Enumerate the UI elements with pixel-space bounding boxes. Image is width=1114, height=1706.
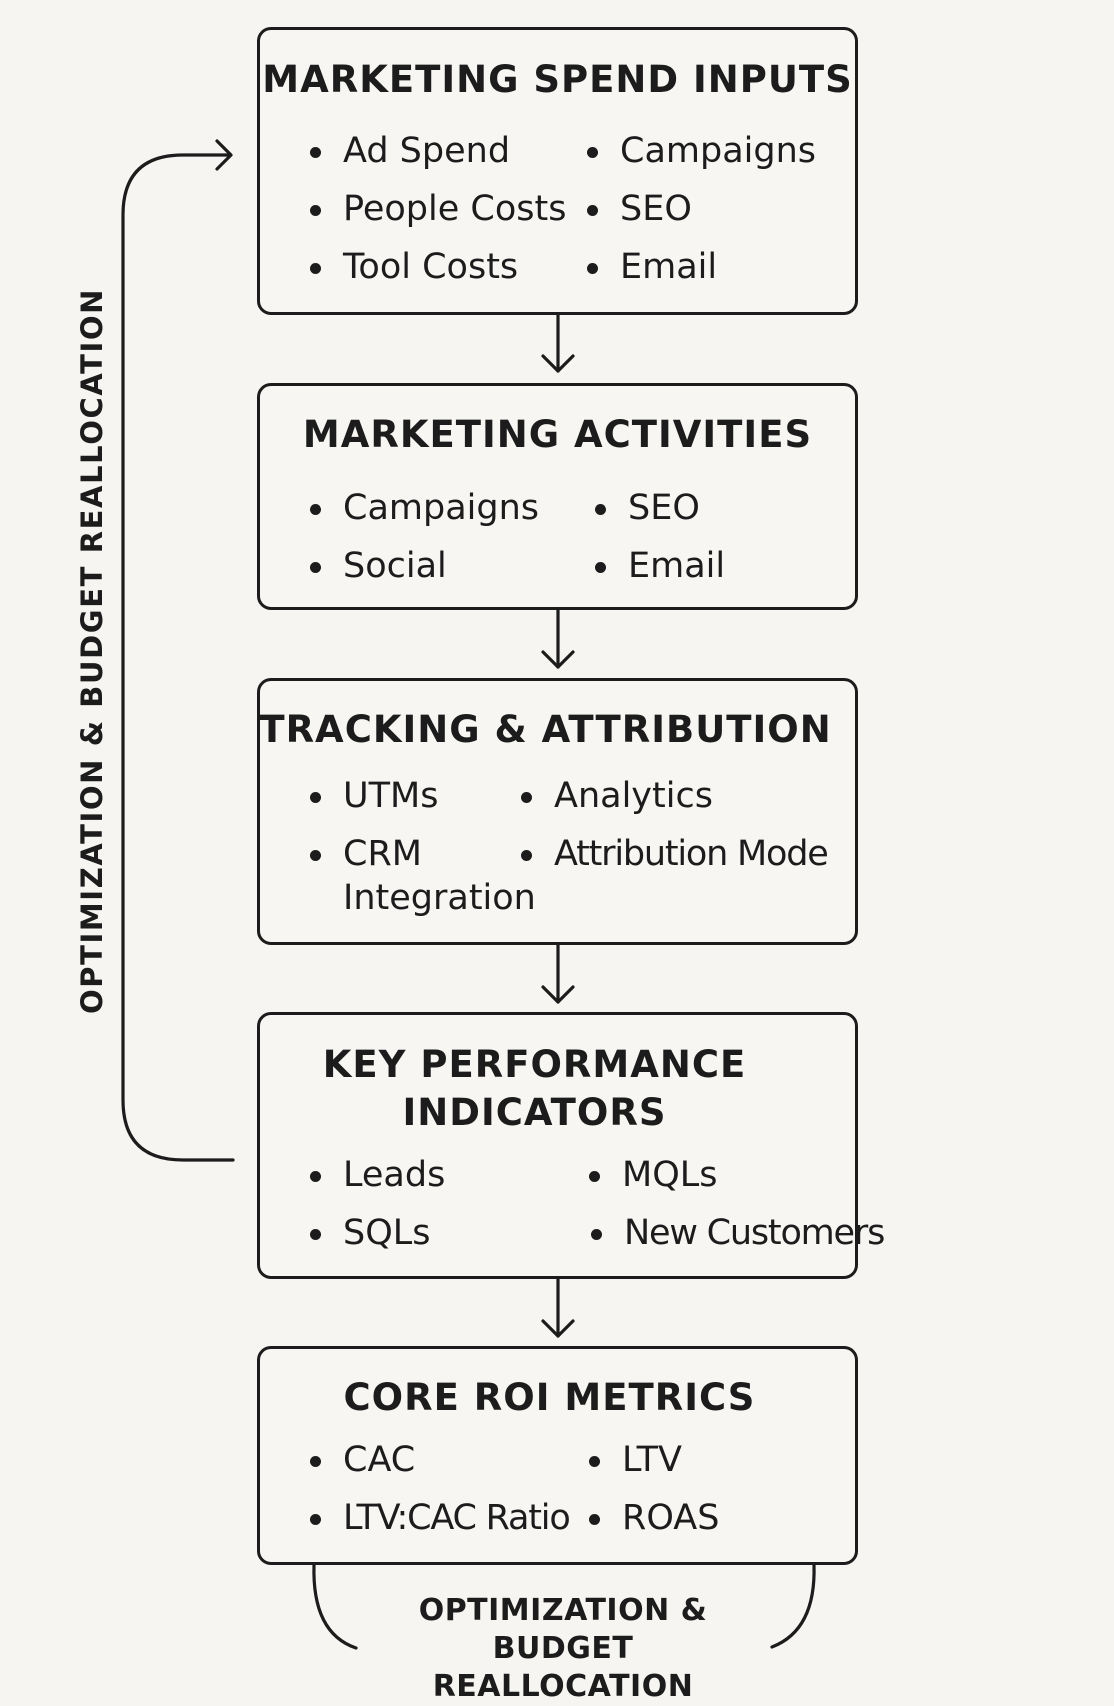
bottom-bracket-right <box>770 1563 816 1649</box>
feedback-label-bottom-line-1: OPTIMIZATION & <box>418 1593 708 1628</box>
list-item: LTV:CAC Ratio <box>310 1498 571 1538</box>
list-item: People Costs <box>309 189 567 229</box>
box-title-line-2: INDICATORS <box>402 1091 667 1134</box>
box-key-performance-indicators: KEY PERFORMANCE INDICATORS Leads MQLs SQ… <box>257 1012 885 1279</box>
list-item: CRM Integration <box>310 832 543 920</box>
list-item: CAC <box>309 1440 416 1480</box>
box-title: TRACKING & ATTRIBUTION <box>259 708 832 751</box>
flow-arrow-3 <box>541 943 575 1004</box>
list-item: LTV <box>588 1440 683 1480</box>
feedback-loop-arrow <box>121 153 235 1162</box>
list-item: Tool Costs <box>309 247 519 287</box>
box-title: MARKETING ACTIVITIES <box>302 413 813 456</box>
flow-arrow-4 <box>541 1277 575 1338</box>
box-marketing-spend-inputs: MARKETING SPEND INPUTS Ad Spend Campaign… <box>257 27 858 315</box>
list-item: SEO <box>587 189 692 229</box>
box-title-line-1: KEY PERFORMANCE <box>322 1043 747 1086</box>
list-item: SEO <box>595 488 700 528</box>
list-item: SQLs <box>310 1213 431 1253</box>
list-item: Email <box>594 546 726 586</box>
box-tracking-attribution: TRACKING & ATTRIBUTION UTMs Analytics CR… <box>257 678 858 945</box>
box-core-roi-metrics: CORE ROI METRICS CAC LTV LTV:CAC Ratio R… <box>257 1346 858 1565</box>
feedback-label-bottom-line-2: BUDGET REALLOCATION <box>432 1631 694 1704</box>
list-item: Email <box>586 247 718 287</box>
list-item: Leads <box>309 1155 446 1195</box>
flow-arrow-1 <box>541 313 575 373</box>
list-item: UTMs <box>309 776 439 816</box>
list-item: ROAS <box>588 1498 720 1538</box>
list-item: MQLs <box>588 1155 718 1195</box>
list-item: Analytics <box>521 776 713 816</box>
list-item: Campaigns <box>309 488 540 528</box>
box-marketing-activities: MARKETING ACTIVITIES Campaigns SEO Socia… <box>257 383 858 610</box>
feedback-loop-arrowhead <box>215 139 233 171</box>
box-title: CORE ROI METRICS <box>343 1376 756 1419</box>
feedback-label-bottom: OPTIMIZATION & BUDGET REALLOCATION <box>363 1592 763 1706</box>
bottom-bracket-left <box>312 1563 358 1650</box>
flow-arrow-2 <box>541 608 575 669</box>
list-item: Campaigns <box>586 131 817 171</box>
list-item: New Customers <box>590 1213 885 1253</box>
list-item: Attribution Mode <box>521 834 829 874</box>
feedback-label-side: OPTIMIZATION & BUDGET REALLOCATION <box>75 287 109 1015</box>
list-item: Ad Spend <box>309 131 511 171</box>
box-title: MARKETING SPEND INPUTS <box>262 58 853 101</box>
list-item: Social <box>310 546 447 586</box>
